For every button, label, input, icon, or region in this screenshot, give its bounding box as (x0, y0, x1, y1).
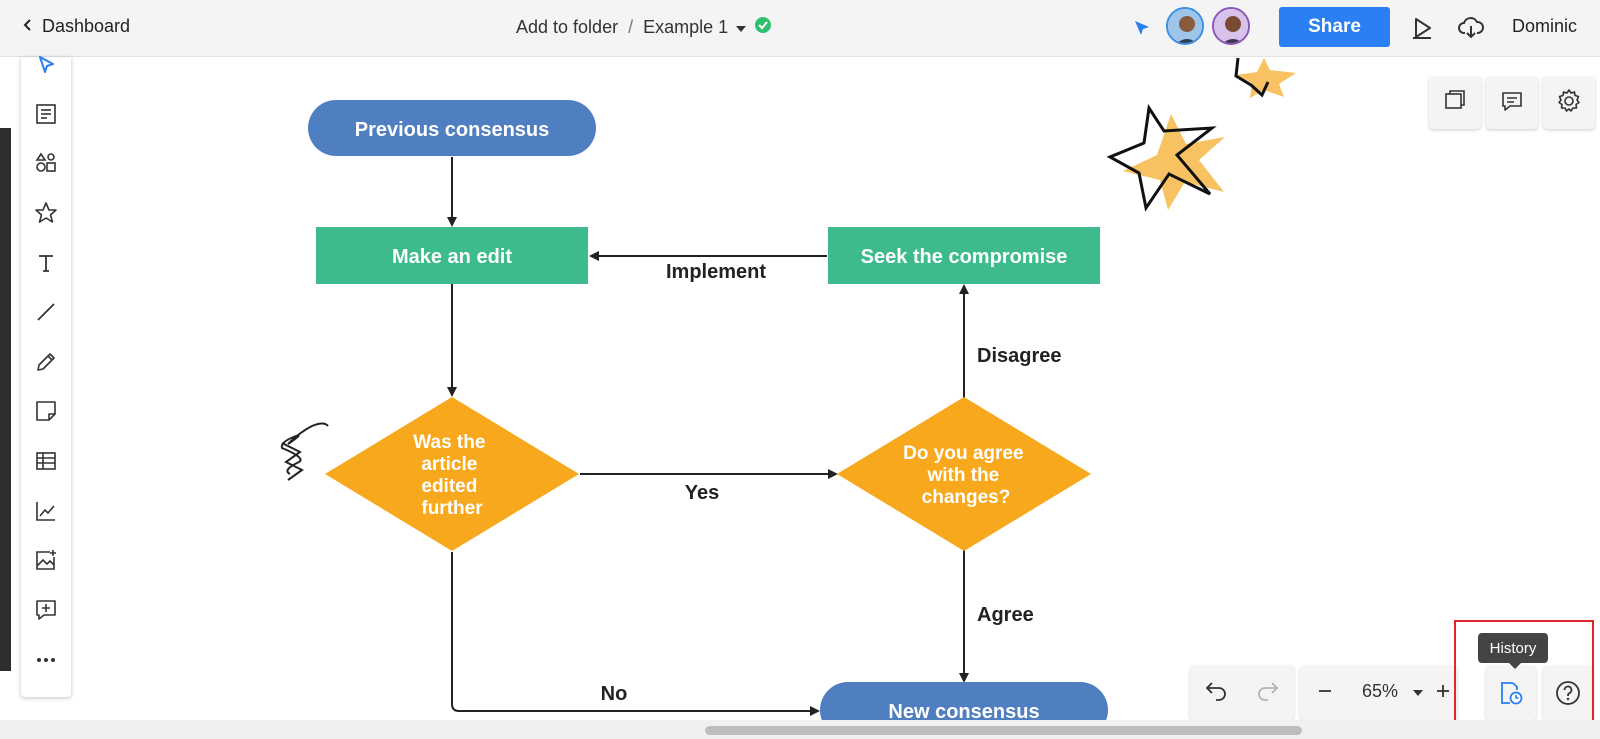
cloud-download-icon[interactable] (1457, 14, 1485, 42)
node-label: Make an edit (392, 246, 512, 268)
chart-icon[interactable] (33, 498, 59, 524)
undo-button[interactable] (1190, 666, 1242, 720)
star-drawing[interactable] (1234, 57, 1296, 98)
zoom-dropdown[interactable] (1408, 666, 1428, 720)
saved-check-icon (754, 16, 772, 39)
text-block-icon[interactable] (33, 101, 59, 127)
document-name-dropdown[interactable]: Example 1 (643, 16, 772, 39)
edge-label-yes[interactable]: Yes (685, 482, 719, 504)
shapes-icon[interactable] (33, 150, 59, 176)
zoom-level[interactable]: 65% (1362, 681, 1399, 701)
top-bar: Dashboard Add to folder / Example 1 Shar… (0, 0, 1600, 57)
node-label: Was the article edited further (413, 432, 490, 519)
plus-icon (1435, 683, 1451, 704)
scribble-drawing[interactable] (281, 442, 304, 481)
settings-icon (1556, 88, 1582, 119)
edge-label-disagree[interactable]: Disagree (977, 345, 1062, 367)
zoom-in-button[interactable] (1428, 666, 1458, 720)
help-button[interactable] (1543, 666, 1593, 720)
minus-icon (1317, 683, 1333, 704)
sticky-note-icon[interactable] (33, 398, 59, 424)
edge-label-agree[interactable]: Agree (977, 604, 1034, 626)
more-icon[interactable] (33, 647, 59, 673)
help-icon (1543, 666, 1593, 720)
line-icon[interactable] (33, 299, 59, 325)
history-tooltip: History (1478, 633, 1548, 669)
history-button[interactable] (1486, 666, 1536, 720)
node-make-an-edit[interactable]: Make an edit (316, 227, 588, 284)
pencil-icon[interactable] (33, 349, 59, 375)
present-play-icon[interactable] (1408, 14, 1436, 42)
star-icon[interactable] (33, 200, 59, 226)
redo-icon (1256, 680, 1280, 707)
node-previous-consensus[interactable]: Previous consensus (308, 100, 596, 156)
history-icon (1486, 666, 1536, 720)
node-label: Previous consensus (355, 119, 550, 141)
undo-icon (1204, 680, 1228, 707)
pages-icon (1443, 89, 1467, 118)
settings-panel-button[interactable] (1543, 77, 1595, 129)
user-menu[interactable]: Dominic (1512, 16, 1578, 36)
chevron-left-icon (22, 16, 34, 37)
caret-down-icon (1413, 684, 1423, 702)
image-upload-icon[interactable] (33, 547, 59, 573)
comments-icon (1500, 89, 1524, 118)
node-label: Seek the compromise (861, 246, 1068, 268)
scribble-drawing[interactable] (280, 422, 329, 475)
collaborator-avatars (1166, 7, 1250, 45)
avatar[interactable] (1166, 7, 1204, 45)
edge-label-implement[interactable]: Implement (666, 261, 766, 283)
connector-arrow[interactable] (451, 552, 820, 716)
back-to-dashboard-link[interactable]: Dashboard (22, 16, 130, 37)
pages-panel-button[interactable] (1429, 77, 1481, 129)
node-decision-agree[interactable]: Do you agree with the changes? (837, 397, 1091, 551)
edge-label-no[interactable]: No (601, 683, 628, 705)
document-name: Example 1 (643, 17, 729, 37)
left-toolbar (21, 56, 71, 697)
add-to-folder-link[interactable]: Add to folder (516, 17, 619, 37)
highlight-box (1454, 620, 1594, 735)
text-icon[interactable] (33, 250, 59, 276)
collaborator-cursor-icon (1130, 14, 1154, 42)
breadcrumb-separator: / (628, 17, 634, 37)
avatar[interactable] (1212, 7, 1250, 45)
table-icon[interactable] (33, 448, 59, 474)
node-label: Do you agree with the changes? (903, 443, 1029, 508)
share-button[interactable]: Share (1279, 7, 1390, 47)
node-decision-article-edited[interactable]: Was the article edited further (325, 397, 579, 551)
node-label: New consensus (888, 701, 1039, 723)
select-arrow-icon[interactable] (33, 52, 59, 78)
star-drawing[interactable] (1106, 103, 1225, 212)
caret-down-icon (736, 17, 747, 38)
node-seek-the-compromise[interactable]: Seek the compromise (828, 227, 1100, 284)
breadcrumb: Add to folder / Example 1 (516, 16, 772, 39)
zoom-out-button[interactable] (1310, 666, 1340, 720)
scrollbar-thumb[interactable] (705, 726, 1302, 735)
undo-redo-bar (1190, 666, 1294, 720)
back-label: Dashboard (42, 16, 131, 36)
comments-panel-button[interactable] (1486, 77, 1538, 129)
left-edge-strip (0, 128, 11, 671)
add-comment-icon[interactable] (33, 597, 59, 623)
zoom-bar (1300, 666, 1457, 720)
redo-button[interactable] (1242, 666, 1294, 720)
